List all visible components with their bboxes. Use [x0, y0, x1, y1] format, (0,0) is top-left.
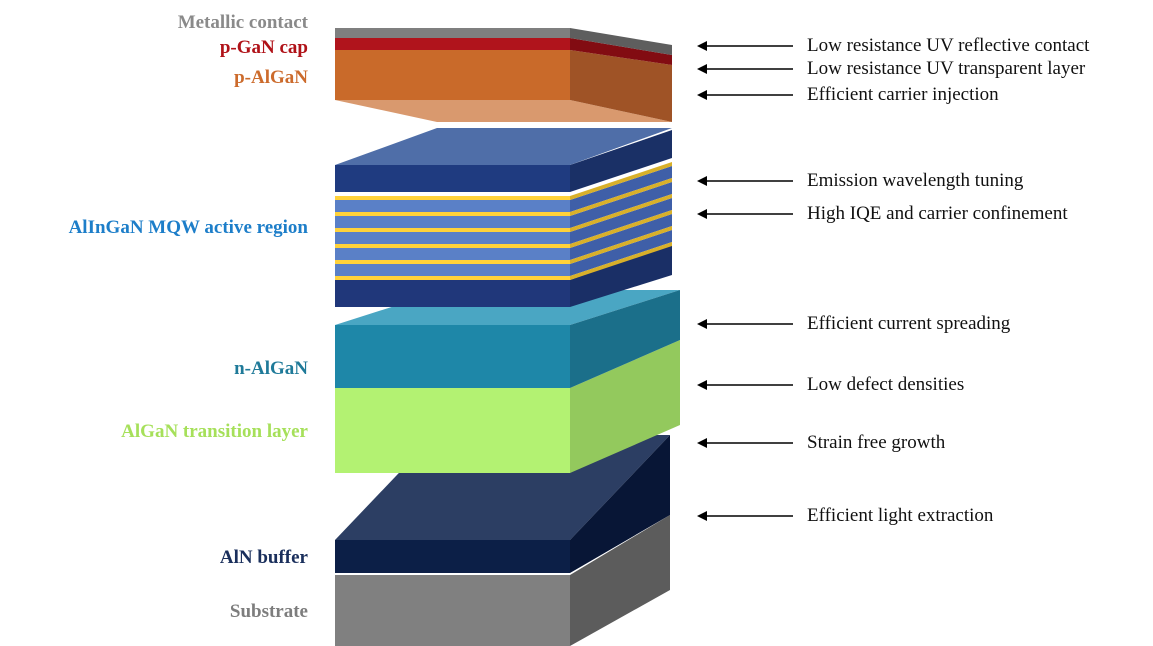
- left-arrow-icon: [697, 438, 793, 448]
- feature-light-extraction: Efficient light extraction: [697, 505, 994, 526]
- label-n-algan: n-AlGaN: [234, 358, 308, 379]
- label-substrate: Substrate: [229, 601, 308, 622]
- transition-layer-block: [335, 340, 680, 473]
- metallic-contact-block: [335, 28, 672, 55]
- left-arrow-icon: [697, 176, 793, 186]
- left-arrow-icon: [697, 511, 793, 521]
- left-arrow-icon: [697, 209, 793, 219]
- feature-transparent-layer: Low resistance UV transparent layer: [697, 58, 1086, 79]
- feature-defect-densities: Low defect densities: [697, 374, 965, 395]
- label-p-gan-cap: p-GaN cap: [219, 37, 308, 58]
- feature-wavelength-tuning: Emission wavelength tuning: [697, 170, 1024, 191]
- feature-strain-free: Strain free growth: [697, 432, 946, 453]
- left-arrow-icon: [697, 64, 793, 74]
- feature-text: Efficient carrier injection: [807, 84, 999, 105]
- feature-current-spreading: Efficient current spreading: [697, 313, 1011, 334]
- p-algan-block: [335, 50, 672, 122]
- left-arrow-icon: [697, 41, 793, 51]
- substrate-block: [335, 515, 670, 646]
- label-p-algan: p-AlGaN: [234, 67, 308, 88]
- label-mqw-active-region: AlInGaN MQW active region: [68, 217, 308, 238]
- left-arrow-icon: [697, 319, 793, 329]
- mqw-block: [335, 128, 672, 307]
- feature-reflective-contact: Low resistance UV reflective contact: [697, 35, 1090, 56]
- label-transition-layer: AlGaN transition layer: [121, 421, 308, 442]
- label-metallic-contact: Metallic contact: [177, 12, 308, 33]
- label-aln-buffer: AlN buffer: [219, 547, 308, 568]
- feature-text: Low defect densities: [807, 374, 965, 395]
- left-arrow-icon: [697, 90, 793, 100]
- feature-text: Strain free growth: [807, 432, 946, 453]
- feature-text: Low resistance UV transparent layer: [807, 58, 1086, 79]
- feature-text: High IQE and carrier confinement: [807, 203, 1068, 224]
- feature-carrier-injection: Efficient carrier injection: [697, 84, 999, 105]
- feature-iqe-confinement: High IQE and carrier confinement: [697, 203, 1068, 224]
- feature-text: Emission wavelength tuning: [807, 170, 1024, 191]
- left-arrow-icon: [697, 380, 793, 390]
- feature-text: Efficient current spreading: [807, 313, 1011, 334]
- feature-text: Efficient light extraction: [807, 505, 994, 526]
- p-gan-cap-block: [335, 38, 672, 65]
- feature-text: Low resistance UV reflective contact: [807, 35, 1090, 56]
